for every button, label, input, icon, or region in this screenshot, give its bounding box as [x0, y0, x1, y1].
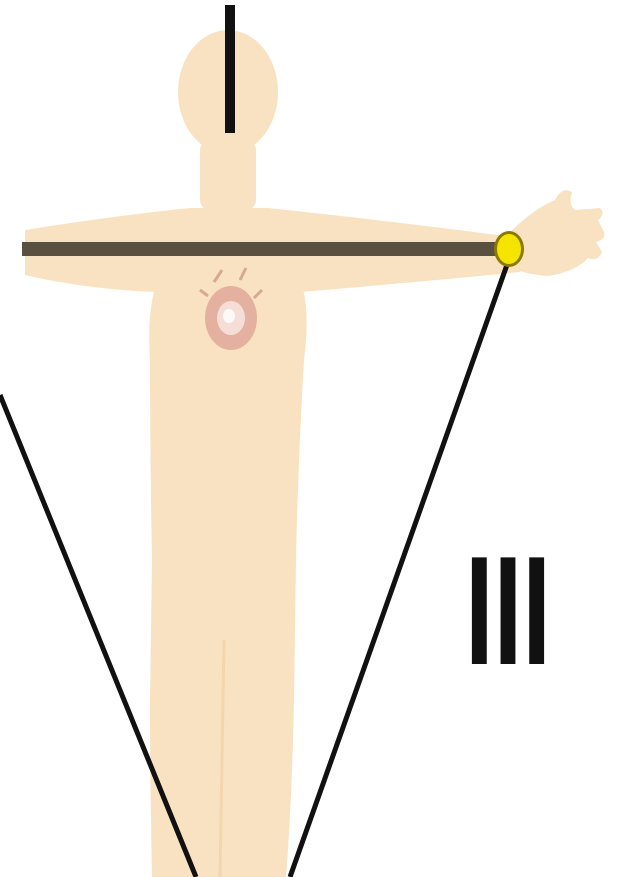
electrode-dot: [494, 231, 524, 267]
lead-label: III: [465, 524, 551, 697]
neck: [200, 140, 256, 210]
torso: [149, 270, 306, 877]
